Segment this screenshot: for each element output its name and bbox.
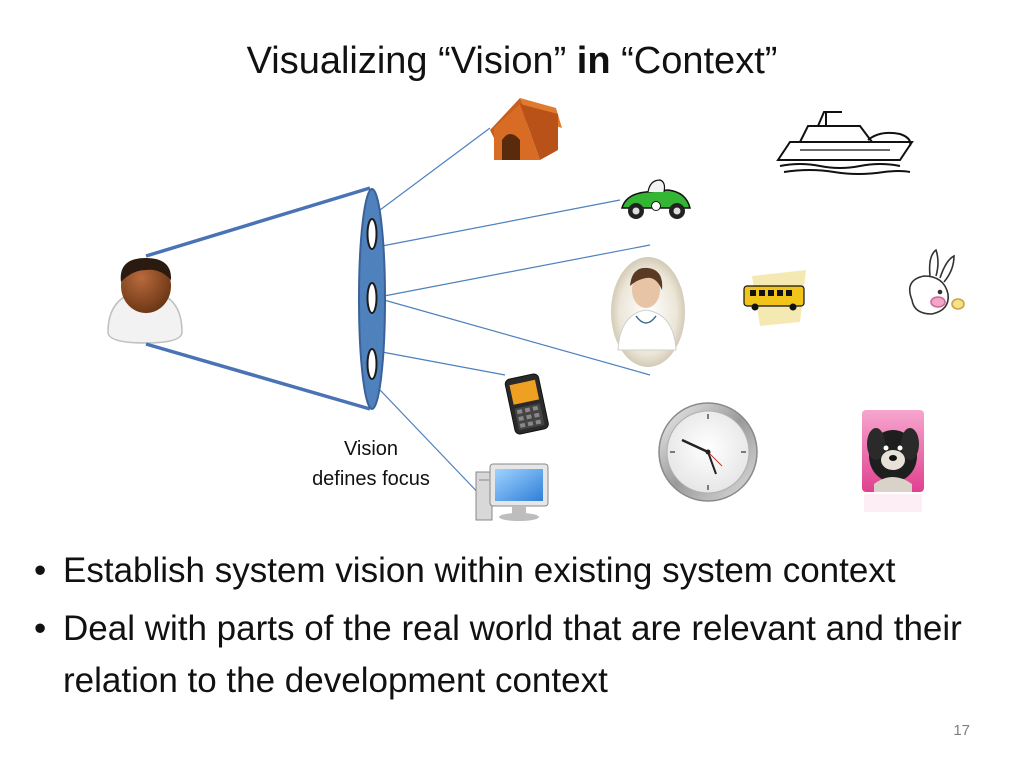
- title-suffix: “Context”: [610, 40, 778, 82]
- rabbit-icon: [908, 248, 965, 315]
- caption-line-1: Vision: [343, 438, 399, 460]
- title-prefix: Visualizing “Vision”: [246, 40, 577, 82]
- mobile-phone-icon: [504, 373, 549, 435]
- title-bold: in: [576, 40, 611, 82]
- dog-photo: [862, 410, 924, 512]
- person-icon: [107, 258, 183, 344]
- page-number: 17: [953, 722, 970, 739]
- race-car-icon: [621, 179, 691, 219]
- slide-title: Visualizing “Vision” in “Context”: [0, 40, 1024, 83]
- nurse-portrait: [611, 257, 685, 367]
- bullet-text: Establish system vision within existing …: [63, 551, 896, 590]
- school-bus-icon: [743, 270, 806, 326]
- vision-caption: Vision defines focus: [300, 434, 442, 494]
- bullet-marker: •: [34, 551, 47, 590]
- bullet-marker: •: [34, 609, 47, 648]
- vision-lens: [358, 188, 386, 410]
- computer-icon: [475, 463, 549, 521]
- bullet-list: • Establish system vision within existing…: [34, 545, 1004, 713]
- doghouse-icon: [490, 98, 562, 160]
- vision-diagram: [107, 98, 965, 521]
- ship-icon: [776, 111, 914, 175]
- clock-icon: [658, 402, 758, 502]
- bullet-item: • Deal with parts of the real world that …: [34, 603, 1004, 707]
- bullet-text: Deal with parts of the real world that a…: [63, 609, 962, 700]
- caption-line-2: defines focus: [312, 468, 430, 490]
- vision-cone: [145, 186, 371, 411]
- focus-rays: [379, 127, 651, 501]
- bullet-item: • Establish system vision within existing…: [34, 545, 1004, 597]
